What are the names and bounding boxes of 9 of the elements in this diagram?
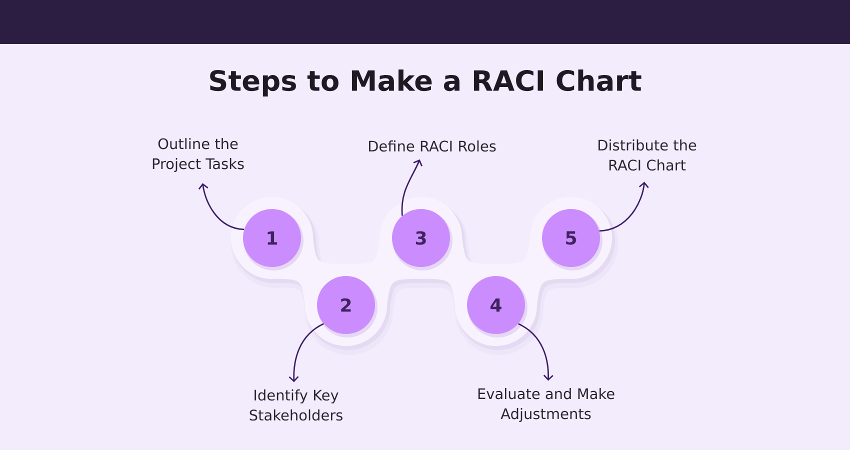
- step-label: Identify Key Stakeholders: [250, 389, 342, 421]
- step-label: Define RACI Roles: [368, 140, 496, 152]
- curved-arrow: [198, 183, 244, 230]
- title: Steps to Make a RACI Chart: [210, 69, 642, 97]
- step-label: Outline the Project Tasks: [152, 138, 244, 172]
- step-label: Evaluate and Make Adjustments: [478, 388, 614, 422]
- curved-arrow: [401, 159, 423, 216]
- curved-arrow: [599, 182, 649, 232]
- step-label: Distribute the RACI Chart: [598, 139, 696, 171]
